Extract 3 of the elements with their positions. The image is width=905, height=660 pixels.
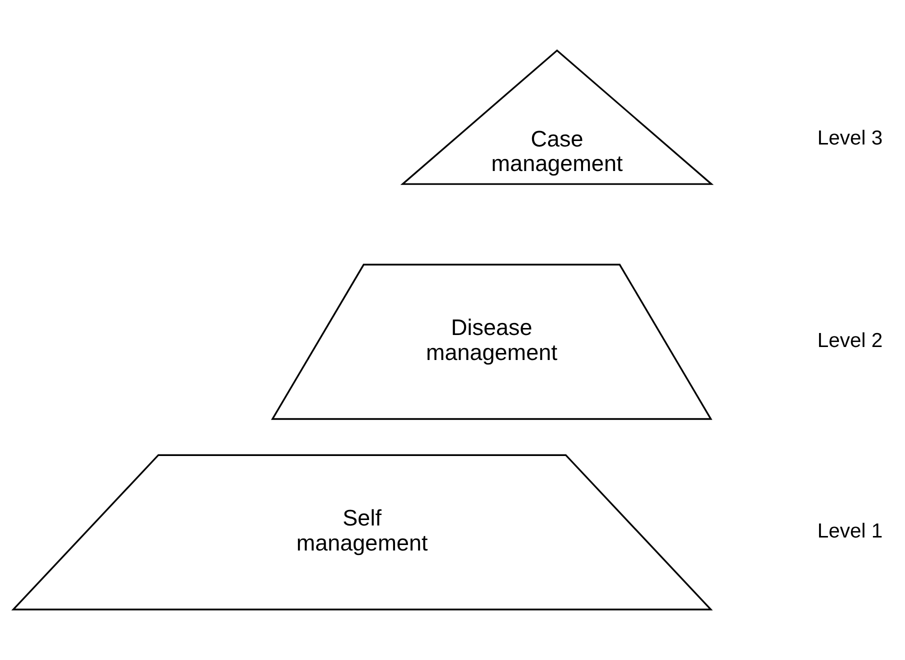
- label: Level 2: [817, 330, 883, 352]
- label: Level 1: [817, 520, 883, 542]
- label: Level 3: [817, 128, 883, 150]
